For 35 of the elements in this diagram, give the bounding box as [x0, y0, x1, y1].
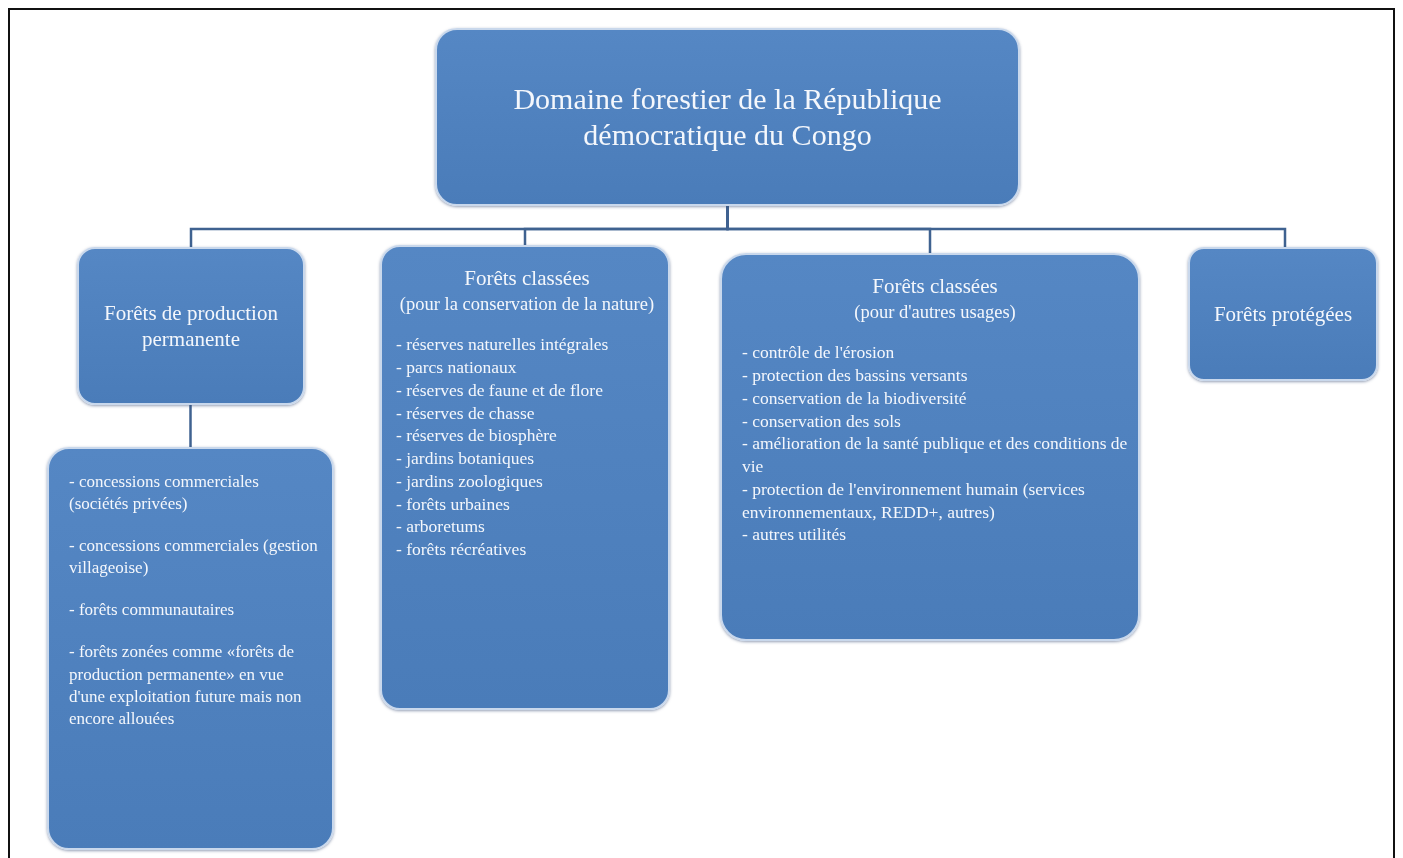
box-heading: Forêts protégées: [1212, 300, 1354, 328]
category-box: [720, 253, 1140, 641]
list-item: - concessions commerciales (gestion villageoise): [69, 535, 319, 580]
list-item: - réserves de biosphère: [396, 424, 558, 448]
box-heading: Domaine forestier de la République démocratique du Congo: [512, 81, 943, 153]
box-heading: Forêts de production permanente: [103, 299, 279, 353]
list-item: - forêts zonées comme «forêts de production permanente» en vue d'une exploitation future mais non encore allouées: [69, 641, 303, 730]
list-item: - concessions commerciales (sociétés privées): [69, 471, 260, 516]
connector-line: [189, 405, 192, 447]
list-item: - parcs nationaux: [396, 356, 518, 379]
list-item: - protection de l'environnement humain (services environnementaux, REDD+, autres): [742, 477, 1086, 524]
category-box: [77, 247, 305, 405]
list-item: - réserves de chasse: [396, 401, 536, 425]
list-item: - amélioration de la santé publique et des conditions de vie: [742, 432, 1128, 478]
category-box: [1188, 247, 1378, 381]
list-item: - jardins botaniques: [396, 447, 536, 470]
box-heading: (pour d'autres usages): [853, 301, 1017, 325]
list-item: - arboretums: [396, 515, 486, 539]
list-item: - forêts urbaines: [396, 492, 511, 516]
box-heading: Forêts classées: [871, 273, 999, 300]
list-item: - autres utilités: [742, 523, 847, 547]
list-item: - jardins zoologiques: [396, 469, 544, 493]
category-box: [380, 245, 670, 710]
category-box: [435, 28, 1020, 206]
list-item: - forêts communautaires: [69, 599, 236, 622]
list-item: - conservation de la biodiversité: [742, 386, 968, 410]
category-box: [47, 447, 334, 850]
list-item: - réserves naturelles intégrales: [396, 333, 610, 357]
list-item: - contrôle de l'érosion: [742, 341, 896, 365]
list-item: - réserves de faune et de flore: [396, 378, 604, 402]
list-item: - forêts récréatives: [396, 538, 528, 561]
box-heading: Forêts classées: [463, 265, 591, 292]
box-heading: (pour la conservation de la nature): [398, 293, 656, 317]
list-item: - protection des bassins versants: [742, 364, 969, 387]
list-item: - conservation des sols: [742, 409, 902, 433]
